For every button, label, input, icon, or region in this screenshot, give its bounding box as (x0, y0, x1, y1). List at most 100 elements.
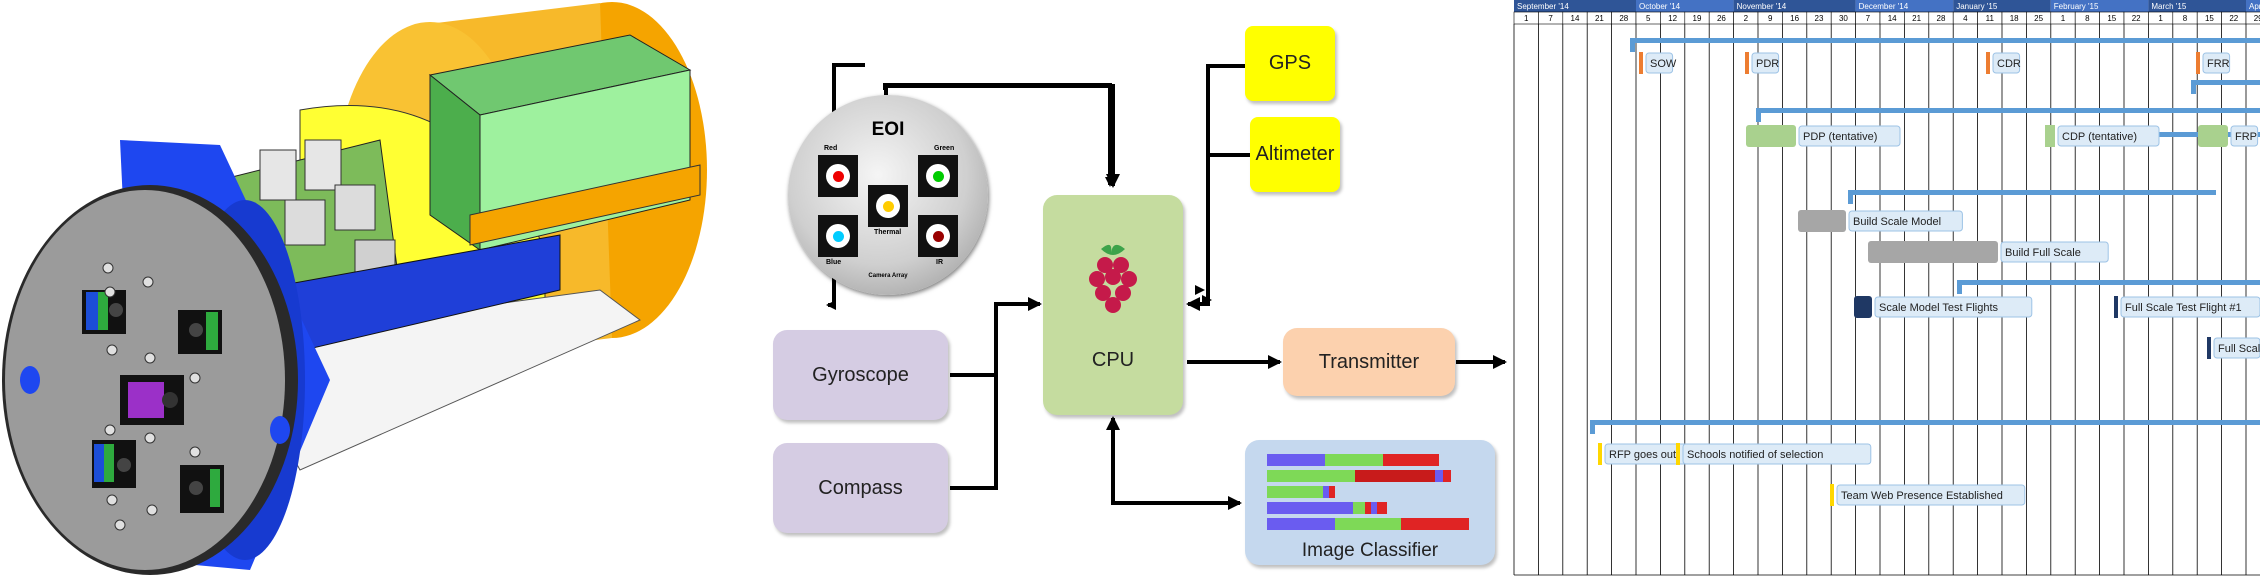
gantt-grid (1513, 24, 2260, 576)
task-label: Build Scale Model (1853, 216, 1941, 228)
camera-ir (918, 215, 958, 257)
day-label: 7 (1548, 14, 1553, 23)
day-label: 1 (2158, 14, 2163, 23)
task-marker (1868, 241, 1998, 263)
gps-node: GPS (1245, 26, 1335, 101)
day-label: 21 (1595, 14, 1604, 23)
cpu-label: CPU (1091, 348, 1135, 371)
classifier-bars (1267, 454, 1469, 530)
task-label: Full Scale Test Flight #1 (2125, 302, 2242, 314)
camera-red (818, 155, 858, 197)
task-label-box (1798, 125, 1901, 147)
summary-bar-cap (2191, 80, 2196, 94)
summary-bar (1957, 280, 2260, 285)
day-label: 14 (1888, 14, 1897, 23)
task-marker (1745, 52, 1749, 74)
task-label: Schools notified of selection (1687, 449, 1823, 461)
eoi-label-red: Red (824, 145, 838, 152)
task-marker (2045, 125, 2055, 147)
task-marker (1746, 125, 1796, 147)
gyroscope-node: Gyroscope (773, 330, 948, 420)
task-marker (1854, 296, 1872, 318)
eoi-label-array: Camera Array (868, 273, 908, 279)
day-label: 14 (1571, 14, 1580, 23)
month-cell (1733, 0, 1856, 12)
task-label-box (2057, 125, 2160, 147)
arrow-gps-to-cpu (1186, 64, 1245, 311)
task-label: PDP (tentative) (1803, 131, 1877, 143)
task-marker (2207, 337, 2211, 359)
day-label: 22 (2132, 14, 2141, 23)
day-label: 16 (1790, 14, 1799, 23)
front-screws (102, 262, 201, 531)
task-label-box (1874, 296, 2033, 318)
compass-node: Compass (773, 443, 948, 533)
task-label: FRP (2235, 131, 2257, 143)
task-marker (2196, 52, 2200, 74)
task-label: Build Full Scale (2005, 247, 2081, 259)
month-cell (2050, 0, 2149, 12)
summary-bar (1630, 38, 2260, 43)
task-label: PDR (1756, 58, 1779, 70)
camera-thermal (868, 185, 908, 227)
summary-bar (2191, 80, 2260, 85)
task-label-box (1836, 484, 2026, 506)
eoi-camera-array: EOI Red Green Thermal Blue IR Camera Arr… (788, 95, 988, 295)
task-label-box (2202, 52, 2231, 74)
month-label: January '15 (1956, 2, 1998, 11)
summary-bar-cap (1957, 280, 1962, 294)
task-label: SOW (1650, 58, 1677, 70)
day-label: 28 (1937, 14, 1946, 23)
eoi-label-thermal: Thermal (874, 229, 902, 236)
orange-rail (469, 164, 701, 246)
gantt-bars: SOW PDR CDR FRR PDP (tentative) CDP (tentativ… (1590, 38, 2260, 506)
summary-bar (1848, 190, 2216, 195)
camera-blue (818, 215, 858, 257)
task-label-box (1992, 52, 2021, 74)
summary-bar (1756, 108, 2260, 113)
eoi-label-green: Green (934, 145, 955, 152)
task-marker (2198, 125, 2228, 147)
day-label: 29 (2254, 14, 2260, 23)
task-label-box (2120, 296, 2260, 318)
task-label-box (1682, 443, 1872, 465)
month-label: October '14 (1639, 2, 1681, 11)
month-cell (2246, 0, 2260, 12)
task-marker (1986, 52, 1990, 74)
day-label: 28 (1619, 14, 1628, 23)
eoi-label-blue: Blue (826, 259, 842, 266)
month-label: November '14 (1737, 2, 1787, 11)
month-label: February '15 (2054, 2, 2099, 11)
day-label: 11 (1986, 14, 1995, 23)
summary-bar (2110, 132, 2260, 137)
task-label-box (2230, 125, 2259, 147)
task-marker (1598, 443, 1602, 465)
day-label: 21 (1912, 14, 1921, 23)
day-label: 15 (2107, 14, 2116, 23)
task-label: Full Scal (2218, 343, 2260, 355)
task-label: FRR (2207, 58, 2230, 70)
day-label: 8 (2183, 14, 2188, 23)
task-label: Scale Model Test Flights (1879, 302, 1999, 314)
task-label: CDP (tentative) (2062, 131, 2137, 143)
summary-bar-cap (1590, 420, 1595, 434)
summary-bar-cap (1630, 38, 1635, 52)
task-label-box (1645, 52, 1674, 74)
day-label: 1 (1524, 14, 1529, 23)
day-label: 25 (2034, 14, 2043, 23)
summary-bar-cap (1756, 108, 1761, 122)
day-label: 8 (2085, 14, 2090, 23)
camera-green (918, 155, 958, 197)
month-cell (1855, 0, 1954, 12)
cpu-node: CPU (1043, 195, 1183, 415)
arrow-cpu-to-classifier (1111, 430, 1242, 510)
summary-bar-cap (1848, 190, 1853, 204)
day-label: 19 (1693, 14, 1702, 23)
line-compass-to-bus (950, 375, 998, 490)
day-label: 1 (2061, 14, 2066, 23)
day-label: 9 (1768, 14, 1773, 23)
block-diagram-panel: EOI Red Green Thermal Blue IR Camera Arr… (740, 0, 1510, 581)
task-label: CDR (1997, 58, 2021, 70)
task-marker (2114, 296, 2118, 318)
month-cell (2148, 0, 2246, 12)
